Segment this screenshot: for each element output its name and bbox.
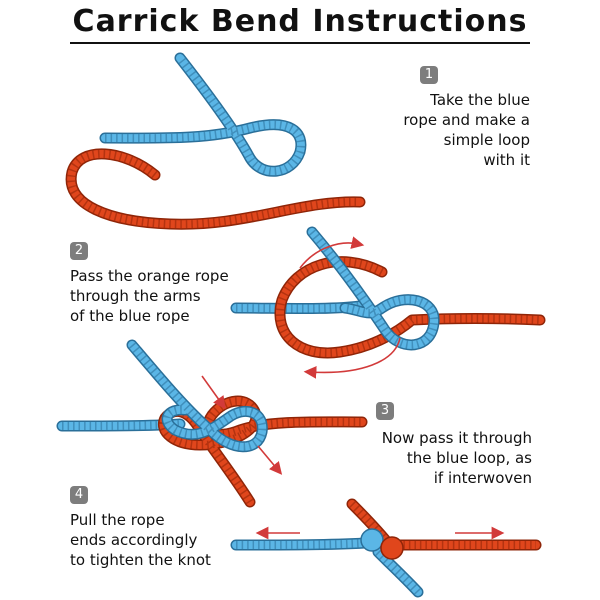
step-3-badge: 3 xyxy=(376,402,394,420)
step-2-arrow-top xyxy=(299,236,365,269)
step-2-orange-loop-twist xyxy=(276,257,541,357)
step-1-badge: 1 xyxy=(420,66,438,84)
step-4-knot-core-blue xyxy=(360,528,384,552)
page-title: Carrick Bend Instructions xyxy=(72,4,528,39)
step-3-arrow-down xyxy=(257,445,283,475)
step-1-orange-rope xyxy=(67,149,364,229)
step-4-badge: 4 xyxy=(70,486,88,504)
step-2-badge: 2 xyxy=(70,242,88,260)
step-1-orange-rope-twist xyxy=(67,149,361,229)
step-4-blue-left-twist xyxy=(235,539,366,549)
step-1-blue-rope-twist xyxy=(104,55,305,176)
step-3-text: Now pass it through the blue loop, as if… xyxy=(381,429,532,487)
step-3-blue-knot-twist xyxy=(128,342,267,451)
step-4-knot-core-orange xyxy=(380,536,404,560)
step-1-blue-rope-outline xyxy=(99,52,307,177)
step-1-text: Take the blue rope and make a simple loo… xyxy=(403,91,530,169)
step-1-illustration xyxy=(65,52,366,230)
step-3-arrow xyxy=(201,375,226,410)
step-2-blue-strand-twist xyxy=(235,302,361,313)
step-2-blue-loop-twist xyxy=(308,229,438,349)
step-2-illustration xyxy=(230,226,546,379)
step-4-illustration xyxy=(230,498,542,598)
step-4-text: Pull the rope ends accordingly to tighte… xyxy=(70,511,211,569)
step-2-blue-loop xyxy=(308,228,438,349)
step-4-blue-diagonal-twist xyxy=(375,549,421,595)
step-2-text: Pass the orange rope through the arms of… xyxy=(70,267,229,325)
step-3-illustration xyxy=(56,339,368,508)
step-4-blue-left xyxy=(232,539,369,549)
step-1-blue-rope xyxy=(101,54,305,176)
title-underline xyxy=(70,42,530,44)
step-2-arrow-bottom xyxy=(303,337,401,379)
